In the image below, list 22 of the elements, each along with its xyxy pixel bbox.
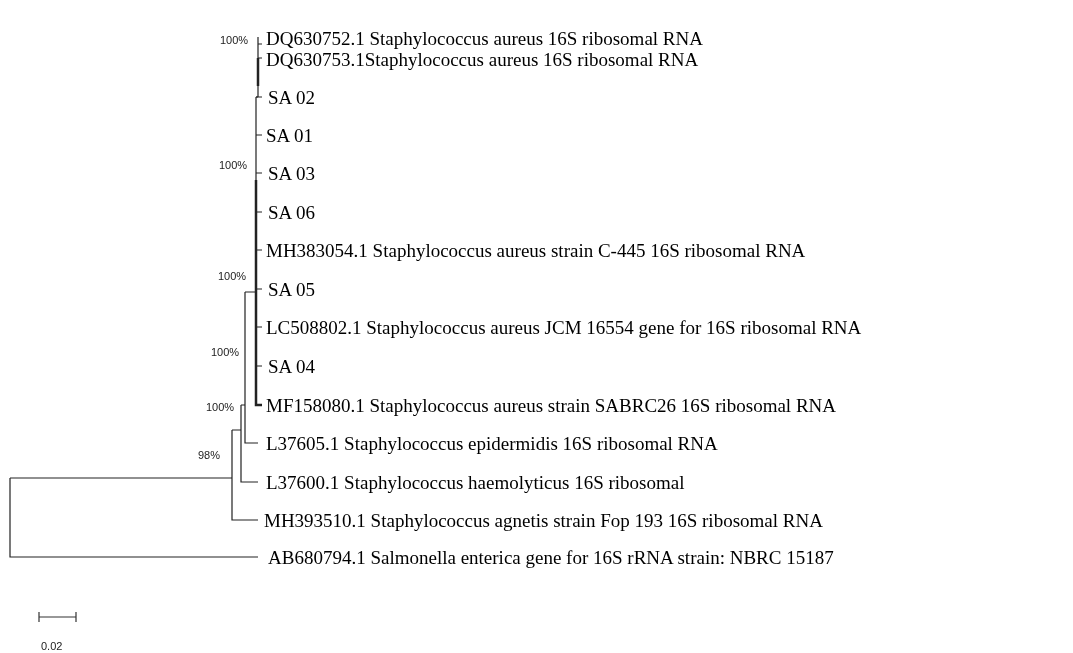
taxon-label: MH383054.1 Staphylococcus aureus strain C-445 16S ribosomal RNA	[266, 240, 806, 260]
bootstrap-value: 100%	[219, 159, 248, 171]
taxon-label: MH393510.1 Staphylococcus agnetis strain Fop 193 16S ribosomal RNA	[264, 510, 823, 530]
taxon-label: AB680794.1 Salmonella enterica gene for 16S rRNA strain: NBRC 15187	[268, 547, 834, 567]
bootstrap-value: 100%	[211, 346, 240, 358]
taxon-label: DQ630753.1Staphylococcus aureus 16S ribosomal RNA	[266, 49, 699, 69]
scale-value: 0.02	[41, 640, 63, 652]
taxon-label: SA 06	[268, 202, 315, 222]
bootstrap-value: 100%	[206, 401, 235, 413]
taxon-label: SA 04	[268, 356, 315, 376]
taxon-label: L37600.1 Staphylococcus haemolyticus 16S ribosomal	[266, 472, 685, 492]
taxon-label: L37605.1 Staphylococcus epidermidis 16S ribosomal RNA	[266, 433, 718, 453]
bootstrap-value: 100%	[220, 34, 249, 46]
taxon-label: SA 03	[268, 163, 315, 183]
taxon-label: LC508802.1 Staphylococcus aureus JCM 16554 gene for 16S ribosomal RNA	[266, 317, 862, 337]
taxon-label: DQ630752.1 Staphylococcus aureus 16S ribosomal RNA	[266, 28, 703, 48]
taxon-label: SA 01	[266, 125, 313, 145]
bootstrap-value: 100%	[218, 270, 247, 282]
bootstrap-value: 98%	[198, 449, 221, 461]
taxon-label: SA 02	[268, 87, 315, 107]
taxon-label: MF158080.1 Staphylococcus aureus strain SABRC26 16S ribosomal RNA	[266, 395, 836, 415]
taxon-label: SA 05	[268, 279, 315, 299]
